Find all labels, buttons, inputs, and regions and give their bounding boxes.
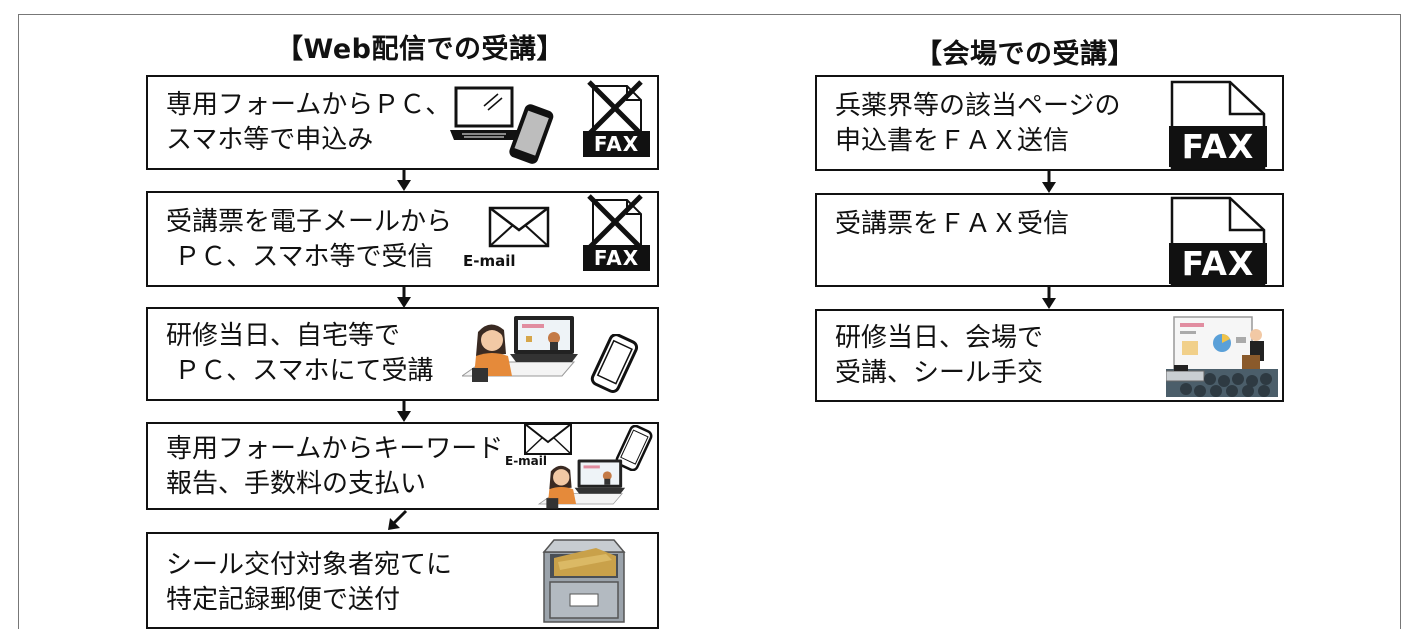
flow-arrow-down <box>397 401 411 422</box>
person-at-laptop-icon <box>537 459 626 509</box>
web-step-4-box: 専用フォームからキーワード 報告、手数料の支払い <box>146 422 659 510</box>
seminar-venue-icon <box>1166 316 1278 397</box>
fax-label: FAX <box>1169 126 1267 167</box>
flow-arrow-down <box>1042 171 1056 193</box>
email-icon <box>488 206 550 248</box>
web-step-2-box: 受講票を電子メールから ＰＣ、スマホ等で受信 <box>146 191 659 287</box>
smartphone-icon <box>615 425 653 471</box>
flow-arrow-down <box>397 170 411 191</box>
venue-column-title: 【会場での受講】 <box>915 39 1135 70</box>
fax-label: FAX <box>583 245 650 271</box>
person-at-laptop-icon <box>462 316 578 382</box>
fax-label: FAX <box>583 131 650 157</box>
flow-arrow-down <box>1042 287 1056 309</box>
web-step-1-text: 専用フォームからＰＣ、 スマホ等で申込み <box>166 90 452 155</box>
frame-left-line <box>18 14 19 629</box>
email-label: E-mail <box>505 454 548 468</box>
flow-arrow-down <box>397 287 411 308</box>
smartphone-icon <box>509 104 554 164</box>
email-label: E-mail <box>463 252 516 270</box>
web-column-title: 【Web配信での受講】 <box>276 34 564 65</box>
fax-label: FAX <box>1169 243 1267 284</box>
frame-top-line <box>18 14 1401 15</box>
fax-crossed-icon <box>587 194 643 255</box>
file-drawer-icon <box>542 539 626 623</box>
flow-arrow-diagonal <box>388 509 408 530</box>
smartphone-icon <box>590 334 639 394</box>
web-step-1-box: 専用フォームからＰＣ、 スマホ等で申込み <box>146 75 659 170</box>
laptop-icon <box>450 86 518 140</box>
web-step-4-text: 専用フォームからキーワード 報告、手数料の支払い <box>166 434 504 499</box>
venue-step-2-text: 受講票をＦＡＸ受信 <box>835 209 1070 239</box>
email-icon <box>524 423 572 455</box>
web-step-5-text: シール交付対象者宛てに 特定記録郵便で送付 <box>166 550 453 615</box>
web-step-2-text: 受講票を電子メールから ＰＣ、スマホ等で受信 <box>166 207 453 272</box>
web-step-3-text: 研修当日、自宅等で ＰＣ、スマホにて受講 <box>166 321 434 386</box>
venue-step-1-text: 兵薬界等の該当ページの 申込書をＦＡＸ送信 <box>835 91 1121 156</box>
fax-crossed-icon <box>587 80 643 141</box>
venue-step-3-text: 研修当日、会場で 受講、シール手交 <box>835 323 1044 388</box>
